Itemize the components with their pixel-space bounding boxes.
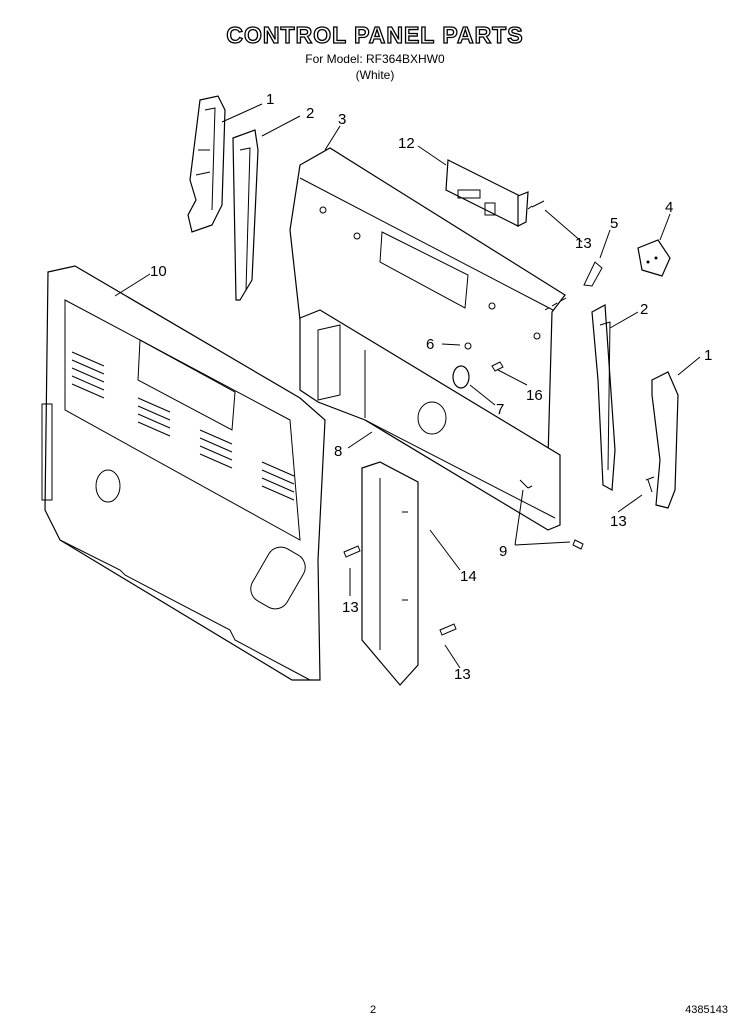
callout-16: 16 bbox=[526, 387, 543, 404]
callout-1: 1 bbox=[266, 91, 274, 108]
callout-9: 9 bbox=[499, 543, 507, 560]
leader-lines bbox=[114, 103, 701, 669]
part-16-screw bbox=[491, 361, 504, 372]
callout-1-right: 1 bbox=[704, 347, 712, 364]
callout-4: 4 bbox=[665, 199, 673, 216]
part-13-screw bbox=[343, 545, 361, 558]
callout-14: 14 bbox=[460, 568, 477, 585]
part-2-right-bracket bbox=[591, 304, 616, 491]
document-number: 4385143 bbox=[685, 1004, 728, 1016]
callout-2-right: 2 bbox=[640, 301, 648, 318]
callout-5: 5 bbox=[610, 215, 618, 232]
part-10-rear-panel bbox=[41, 265, 326, 681]
part-1-right-end-cap bbox=[651, 371, 679, 509]
part-2-left-bracket bbox=[232, 129, 259, 301]
callout-2: 2 bbox=[306, 105, 314, 122]
callout-8: 8 bbox=[334, 443, 342, 460]
part-14-shield bbox=[361, 461, 419, 686]
part-4-switch bbox=[637, 239, 671, 277]
part-13-screw bbox=[527, 200, 545, 210]
part-5-wire bbox=[583, 261, 603, 287]
callout-3: 3 bbox=[338, 111, 346, 128]
callout-13-left: 13 bbox=[342, 599, 359, 616]
small-hardware bbox=[343, 200, 655, 636]
part-1-left-end-cap bbox=[187, 95, 226, 233]
callout-13-right: 13 bbox=[610, 513, 627, 530]
callout-7: 7 bbox=[496, 401, 504, 418]
page-title: CONTROL PANEL PARTS bbox=[226, 21, 524, 48]
callout-13: 13 bbox=[575, 235, 592, 252]
model-line: For Model: RF364BXHW0 bbox=[305, 52, 445, 66]
part-8-panel-backing bbox=[299, 309, 561, 531]
part-12-clock-timer bbox=[445, 159, 529, 227]
callout-12: 12 bbox=[398, 135, 415, 152]
callout-10: 10 bbox=[150, 263, 167, 280]
finish-label: (White) bbox=[355, 68, 395, 82]
callout-6: 6 bbox=[426, 336, 434, 353]
part-6-clip bbox=[464, 342, 472, 350]
callout-13-bottom: 13 bbox=[454, 666, 471, 683]
part-7-knob bbox=[452, 365, 470, 389]
part-9-screw bbox=[519, 479, 533, 489]
part-3-control-panel bbox=[289, 147, 566, 460]
part-13-screw bbox=[645, 476, 655, 493]
page-number: 2 bbox=[370, 1004, 377, 1016]
part-13-screw bbox=[439, 623, 457, 636]
part-9-screw bbox=[572, 539, 584, 550]
